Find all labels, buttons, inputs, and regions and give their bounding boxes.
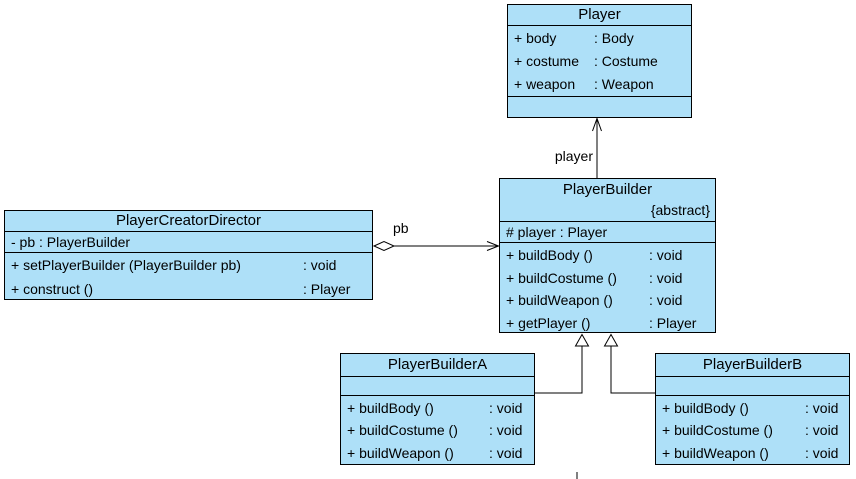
methods-compartment: + buildBody () : void + buildCostume () … <box>656 394 849 465</box>
attributes-compartment-empty <box>656 376 849 395</box>
attribute-row: + body : Body <box>508 27 691 50</box>
member-type: : void <box>489 422 523 438</box>
class-title: PlayerBuilder <box>562 181 653 198</box>
member-name: + buildCostume () <box>347 422 458 438</box>
member-name: + weapon <box>514 76 576 92</box>
member-type: : void <box>649 269 683 286</box>
class-title: PlayerCreatorDirector <box>115 212 262 229</box>
generalization-builder-a[interactable] <box>535 346 583 394</box>
member-type: : Player <box>649 314 697 331</box>
attributes-compartment-empty <box>341 376 534 395</box>
attributes-compartment: # player : Player <box>500 221 715 242</box>
class-title: PlayerBuilderA <box>387 356 488 373</box>
class-title: PlayerBuilderB <box>702 356 803 373</box>
member-name: + buildWeapon () <box>662 444 769 461</box>
member-name: + buildWeapon () <box>347 444 454 461</box>
member-name: + body <box>514 30 557 46</box>
class-player[interactable]: Player + body : Body + costume : Costume… <box>507 4 692 118</box>
member-type: : Weapon <box>594 76 654 92</box>
method-row: + buildCostume () : void <box>656 419 849 442</box>
association-label-player: player <box>554 148 593 164</box>
member-type: : void <box>303 257 337 273</box>
method-row: + buildBody () : void <box>656 397 849 420</box>
member-name: + buildBody () <box>506 247 593 263</box>
method-row: + buildWeapon () : void <box>341 442 534 465</box>
member-type: : void <box>489 444 523 461</box>
member-type: : void <box>649 292 683 308</box>
methods-compartment: + setPlayerBuilder (PlayerBuilder pb) : … <box>5 252 372 301</box>
attribute-row: + costume : Costume <box>508 50 691 73</box>
class-title: Player <box>578 6 621 23</box>
methods-compartment: + buildBody () : void + buildCostume () … <box>341 394 534 465</box>
member-name: # player : Player <box>506 224 608 240</box>
methods-compartment: + buildBody () : void + buildCostume () … <box>500 242 715 334</box>
attributes-compartment: + body : Body + costume : Costume + weap… <box>508 25 691 96</box>
method-row: + construct () : Player <box>5 278 372 302</box>
member-name: + buildBody () <box>347 399 434 416</box>
class-player-builder-b[interactable]: PlayerBuilderB + buildBody () : void + b… <box>655 353 850 465</box>
member-name: + buildCostume () <box>506 269 617 286</box>
triangle-arrowhead-b <box>603 333 619 347</box>
member-type: : void <box>649 247 683 263</box>
class-player-builder-a[interactable]: PlayerBuilderA + buildBody () : void + b… <box>340 353 535 465</box>
methods-compartment-empty <box>508 96 691 117</box>
member-type: : Costume <box>594 53 658 69</box>
member-type: : Body <box>594 30 634 46</box>
generalization-builder-b[interactable] <box>610 346 655 394</box>
member-type: : void <box>489 399 523 416</box>
class-player-builder[interactable]: PlayerBuilder {abstract} # player : Play… <box>499 178 716 333</box>
member-name: + construct () <box>11 280 94 297</box>
member-type: : void <box>805 444 839 461</box>
member-name: + buildCostume () <box>662 422 773 438</box>
class-title-block: PlayerBuilder {abstract} <box>500 179 715 221</box>
member-name: + getPlayer () <box>506 314 591 331</box>
method-row: + buildCostume () : void <box>500 267 715 290</box>
method-row: + buildWeapon () : void <box>500 289 715 312</box>
association-label-pb: pb <box>393 220 409 236</box>
member-type: : void <box>805 399 839 416</box>
member-name: - pb : PlayerBuilder <box>11 234 131 250</box>
triangle-arrowhead-a <box>574 333 590 347</box>
member-name: + buildWeapon () <box>506 292 613 308</box>
attribute-row: - pb : PlayerBuilder <box>5 232 372 252</box>
open-arrowhead-player <box>592 117 602 132</box>
method-row: + buildCostume () : void <box>341 419 534 442</box>
method-row: + buildWeapon () : void <box>656 442 849 465</box>
member-name: + setPlayerBuilder (PlayerBuilder pb) <box>11 257 241 273</box>
method-row: + setPlayerBuilder (PlayerBuilder pb) : … <box>5 254 372 278</box>
member-name: + buildBody () <box>662 399 749 416</box>
member-type: : void <box>805 422 839 438</box>
attribute-row: + weapon : Weapon <box>508 73 691 96</box>
class-player-creator-director[interactable]: PlayerCreatorDirector - pb : PlayerBuild… <box>4 210 373 300</box>
method-row: + getPlayer () : Player <box>500 312 715 335</box>
method-row: + buildBody () : void <box>500 244 715 267</box>
attributes-compartment: - pb : PlayerBuilder <box>5 231 372 252</box>
attribute-row: # player : Player <box>500 222 715 242</box>
member-type: : Player <box>303 280 351 297</box>
abstract-stereotype: {abstract} <box>650 202 710 218</box>
aggregation-diamond <box>372 240 396 252</box>
open-arrowhead-pb <box>486 241 500 251</box>
member-name: + costume <box>514 53 579 69</box>
method-row: + buildBody () : void <box>341 397 534 420</box>
